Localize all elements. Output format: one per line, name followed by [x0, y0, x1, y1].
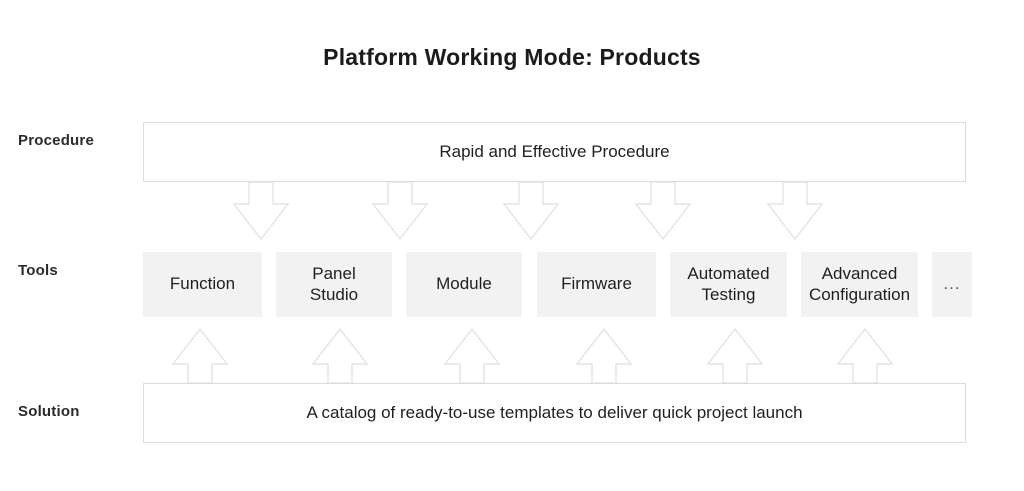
page-title: Platform Working Mode: Products: [323, 44, 701, 70]
down-arrow-4: [634, 181, 692, 241]
tool-box-firmware[interactable]: Firmware: [537, 252, 656, 317]
down-arrow-group: [232, 181, 824, 241]
down-arrow-3: [502, 181, 560, 241]
down-arrow-5: [766, 181, 824, 241]
tool-box-module[interactable]: Module: [406, 252, 522, 317]
tool-box-label: Firmware: [561, 274, 632, 294]
procedure-band-box: Rapid and Effective Procedure: [143, 122, 966, 182]
row-label-tools: Tools: [18, 262, 58, 279]
up-arrow-group: [171, 327, 894, 384]
tool-box-label: ...: [943, 274, 961, 294]
tool-box-label: Function: [169, 274, 236, 294]
up-arrow-3: [443, 327, 501, 384]
down-arrow-2: [371, 181, 429, 241]
row-label-procedure: Procedure: [18, 132, 94, 149]
up-arrow-2: [311, 327, 369, 384]
tool-box-more[interactable]: ...: [932, 252, 972, 317]
row-label-solution: Solution: [18, 403, 80, 420]
up-arrow-5: [706, 327, 764, 384]
tool-box-label: Module: [436, 274, 492, 294]
up-arrow-4: [575, 327, 633, 384]
solution-band-box: A catalog of ready-to-use templates to d…: [143, 383, 966, 443]
down-arrow-1: [232, 181, 290, 241]
tool-box-function[interactable]: Function: [143, 252, 262, 317]
up-arrow-1: [171, 327, 229, 384]
up-arrow-6: [836, 327, 894, 384]
